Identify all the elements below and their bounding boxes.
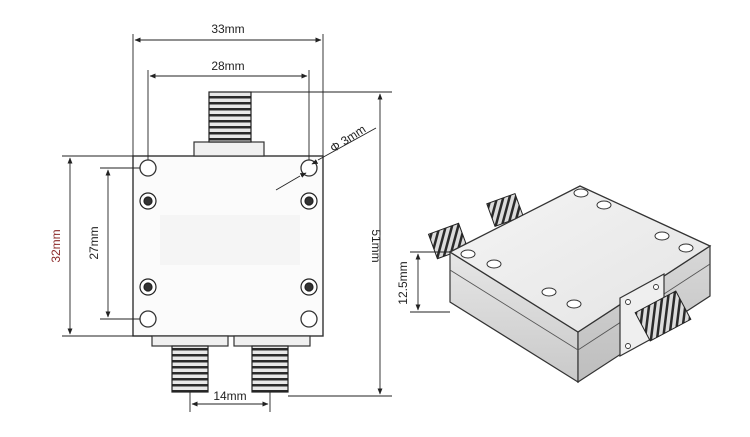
top-sma-connector	[208, 91, 252, 143]
front-view	[132, 91, 324, 393]
dim-label-phi3mm: Φ 3mm	[327, 122, 368, 155]
iso-top-holes	[460, 188, 694, 309]
dim-label-12-5mm: 12.5mm	[396, 261, 410, 304]
mounting-hole-bl	[139, 310, 157, 328]
dim-label-14mm: 14mm	[213, 389, 246, 403]
bottom-right-sma-connector	[251, 345, 289, 393]
dim-label-33mm: 33mm	[211, 22, 244, 36]
bottom-right-flange	[233, 335, 311, 347]
iso-dimensions	[410, 251, 450, 313]
iso-front-connector	[634, 290, 692, 342]
front-view-dimensions	[62, 34, 392, 412]
dim-label-27mm: 27mm	[87, 226, 101, 259]
bottom-left-sma-connector	[171, 345, 209, 393]
top-connector-flange	[193, 141, 265, 157]
bottom-left-flange	[151, 335, 229, 347]
mounting-hole-tl	[139, 159, 157, 177]
isometric-view	[427, 185, 712, 384]
mounting-hole-br	[300, 310, 318, 328]
dim-label-32mm: 32mm	[49, 229, 63, 262]
dim-label-28mm: 28mm	[211, 59, 244, 73]
screws	[139, 192, 318, 296]
iso-top-face	[448, 185, 712, 333]
dim-label-51mm: 51mm	[369, 229, 383, 262]
